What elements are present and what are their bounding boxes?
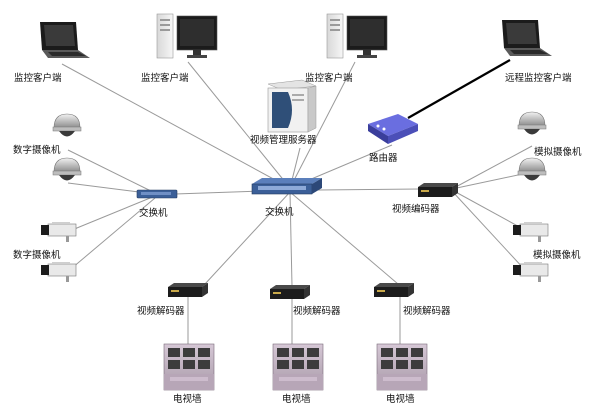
switch-left: 交换机	[136, 189, 178, 219]
label-tv-wall-3: 电视墙	[386, 393, 415, 405]
tv-wall-icon	[272, 343, 324, 391]
label-tv-wall-1: 电视墙	[173, 393, 202, 405]
label-video-encoder: 视频编码器	[392, 203, 440, 215]
label-switch-left: 交换机	[139, 207, 168, 219]
label-router: 路由器	[369, 152, 398, 164]
laptop-icon	[502, 20, 552, 56]
label-analog-camera-2: 模拟摄像机	[533, 249, 581, 261]
video-decoder-1: 视频解码器	[137, 283, 208, 317]
video-decoder-icon	[270, 285, 310, 299]
label-video-decoder-2: 视频解码器	[293, 305, 341, 317]
switch-center: 交换机	[251, 178, 322, 218]
video-decoder-2: 视频解码器	[270, 285, 341, 317]
analog-cameras-box: 模拟摄像机	[512, 221, 581, 283]
label-video-server: 视频管理服务器	[250, 134, 317, 146]
desktop-computer-icon	[156, 13, 218, 59]
video-decoder-icon	[168, 283, 208, 297]
digital-cameras-dome: 数字摄像机	[13, 113, 82, 181]
router: 路由器	[368, 114, 418, 164]
laptop-icon	[40, 22, 90, 58]
dome-camera-icon	[52, 113, 82, 137]
monitor-client-2: 监控客户端	[141, 13, 218, 84]
monitor-client-3: 监控客户端	[305, 13, 388, 84]
server-icon	[267, 79, 317, 133]
dome-camera-icon	[517, 157, 547, 181]
label-video-decoder-3: 视频解码器	[403, 305, 451, 317]
network-switch-icon	[136, 189, 178, 199]
label-monitor-client-1: 监控客户端	[14, 72, 62, 84]
tv-wall-3: 电视墙	[376, 343, 428, 405]
monitor-client-1: 监控客户端	[14, 22, 90, 84]
dome-camera-icon	[52, 157, 82, 181]
label-tv-wall-2: 电视墙	[282, 393, 311, 405]
router-icon	[368, 114, 418, 144]
label-monitor-client-3: 监控客户端	[305, 72, 353, 84]
box-camera-icon	[40, 221, 77, 243]
box-camera-icon	[40, 261, 77, 283]
video-encoder-icon	[418, 183, 458, 197]
box-camera-icon	[512, 261, 549, 283]
video-encoder: 视频编码器	[392, 183, 458, 215]
tv-wall-icon	[376, 343, 428, 391]
label-monitor-client-2: 监控客户端	[141, 72, 189, 84]
digital-cameras-box: 数字摄像机	[13, 221, 77, 283]
label-switch-center: 交换机	[265, 206, 294, 218]
remote-monitor-client: 远程监控客户端	[502, 20, 572, 84]
network-switch-icon	[251, 178, 322, 195]
video-decoder-3: 视频解码器	[374, 283, 451, 317]
label-digital-camera-2: 数字摄像机	[13, 249, 61, 261]
dome-camera-icon	[517, 111, 547, 135]
tv-wall-2: 电视墙	[272, 343, 324, 405]
label-digital-camera-1: 数字摄像机	[13, 144, 61, 156]
label-remote-client: 远程监控客户端	[505, 72, 572, 84]
label-analog-camera-1: 模拟摄像机	[534, 146, 582, 158]
desktop-computer-icon	[326, 13, 388, 59]
video-decoder-icon	[374, 283, 414, 297]
box-camera-icon	[512, 221, 549, 243]
internet-link	[407, 59, 511, 119]
label-video-decoder-1: 视频解码器	[137, 305, 185, 317]
connection-lines	[61, 61, 533, 344]
video-management-server: 视频管理服务器	[250, 79, 317, 146]
tv-wall-icon	[163, 343, 215, 391]
tv-wall-1: 电视墙	[163, 343, 215, 405]
analog-cameras-dome: 模拟摄像机	[517, 111, 582, 181]
